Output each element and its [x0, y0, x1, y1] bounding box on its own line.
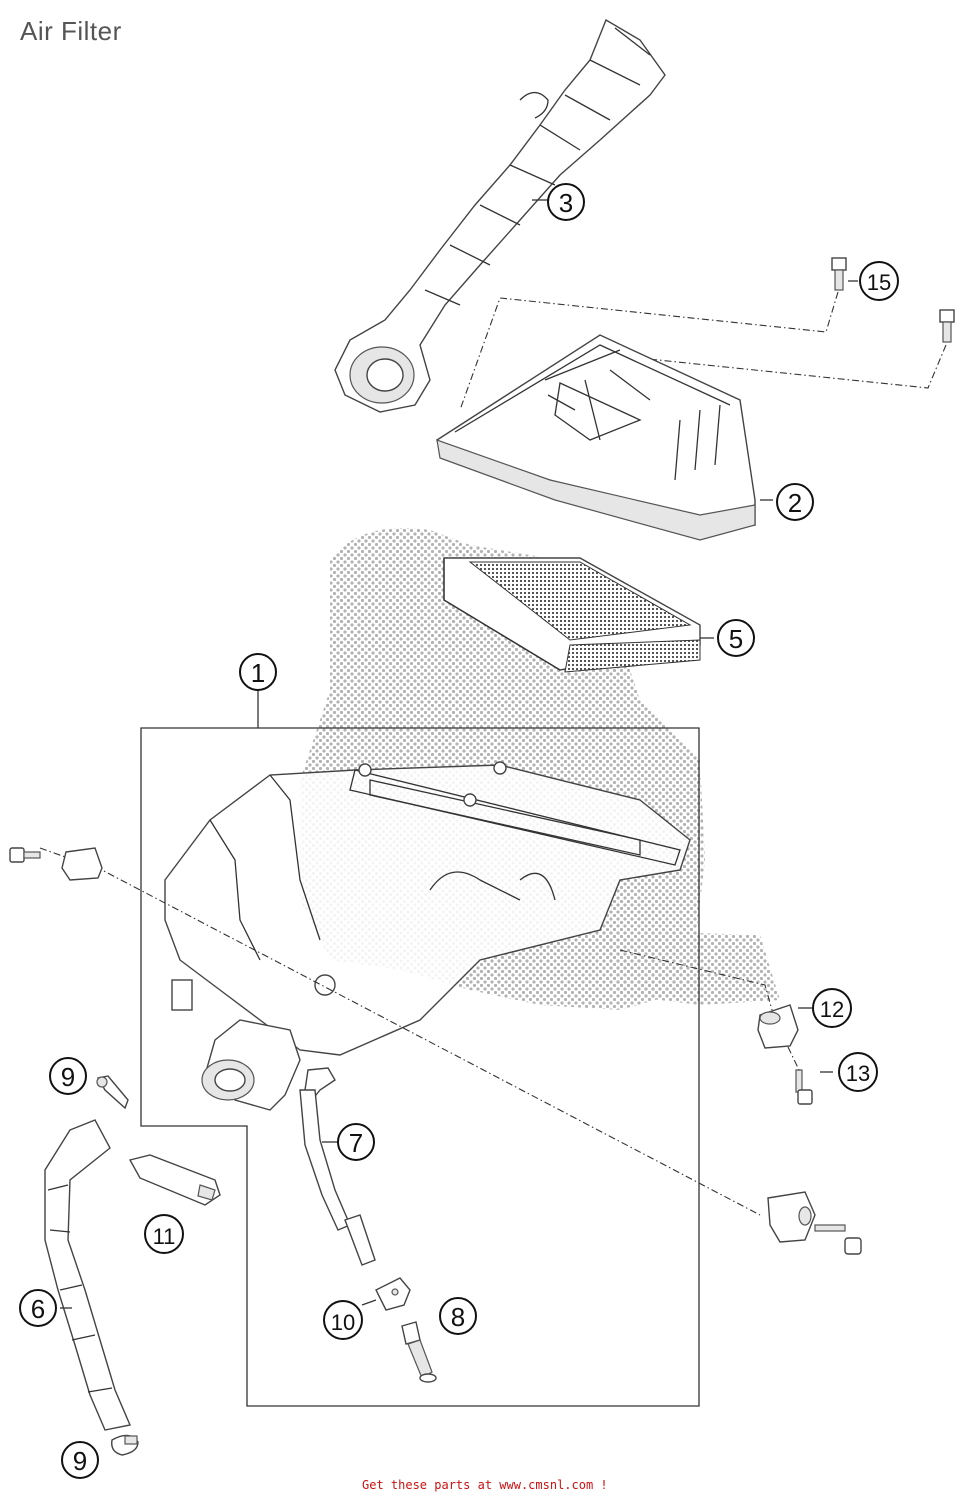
footer-link[interactable]: Get these parts at www.cmsnl.com !: [362, 1478, 608, 1492]
svg-text:5: 5: [729, 624, 743, 654]
svg-text:2: 2: [788, 488, 802, 518]
screw-part-13[interactable]: [795, 1069, 813, 1105]
rubber-mount-left[interactable]: [9, 847, 103, 881]
svg-text:6: 6: [31, 1294, 45, 1324]
part-1-boundary: [140, 727, 700, 1407]
callout-1: 1: [239, 653, 277, 691]
svg-text:8: 8: [451, 1302, 465, 1332]
svg-text:10: 10: [331, 1310, 355, 1335]
cover-strip-part-11[interactable]: [128, 1154, 221, 1206]
callout-6: 6: [19, 1289, 57, 1327]
hose-part-6[interactable]: [44, 1119, 131, 1431]
svg-text:9: 9: [61, 1062, 75, 1092]
svg-text:13: 13: [846, 1061, 870, 1086]
svg-text:7: 7: [349, 1128, 363, 1158]
screw-part-15[interactable]: [831, 257, 955, 343]
svg-text:11: 11: [153, 1224, 176, 1249]
callout-11: 11: [144, 1214, 184, 1254]
breather-hose-part-7[interactable]: [299, 1067, 376, 1266]
rubber-mount-right[interactable]: [767, 1191, 862, 1255]
callout-3: 3: [547, 183, 585, 221]
airbox-cover-part-2[interactable]: [436, 334, 756, 541]
callout-9-lower: 9: [61, 1441, 99, 1479]
callout-2: 2: [776, 483, 814, 521]
callout-9-upper: 9: [49, 1057, 87, 1095]
svg-text:1: 1: [251, 658, 265, 688]
callout-13: 13: [838, 1052, 878, 1092]
intake-snorkel-part-3[interactable]: [334, 18, 666, 413]
page-title: Air Filter: [20, 16, 122, 46]
callout-10: 10: [323, 1300, 363, 1340]
rubber-mount-part-12[interactable]: [757, 1004, 799, 1049]
svg-text:3: 3: [559, 188, 573, 218]
clip-part-10[interactable]: [375, 1277, 411, 1311]
callout-8: 8: [439, 1297, 477, 1335]
hose-clamp-part-9-lower[interactable]: [111, 1434, 139, 1456]
svg-text:9: 9: [73, 1446, 87, 1476]
hose-clamp-part-9-upper[interactable]: [96, 1075, 129, 1110]
fitting-part-8[interactable]: [401, 1321, 437, 1383]
airbox-body-part-1[interactable]: [164, 761, 691, 1111]
callout-5: 5: [717, 619, 755, 657]
callout-15: 15: [859, 261, 899, 301]
svg-text:15: 15: [867, 270, 891, 295]
svg-text:12: 12: [820, 997, 844, 1022]
air-filter-element-part-5[interactable]: [443, 557, 701, 673]
callout-12: 12: [812, 988, 852, 1028]
callout-7: 7: [337, 1123, 375, 1161]
